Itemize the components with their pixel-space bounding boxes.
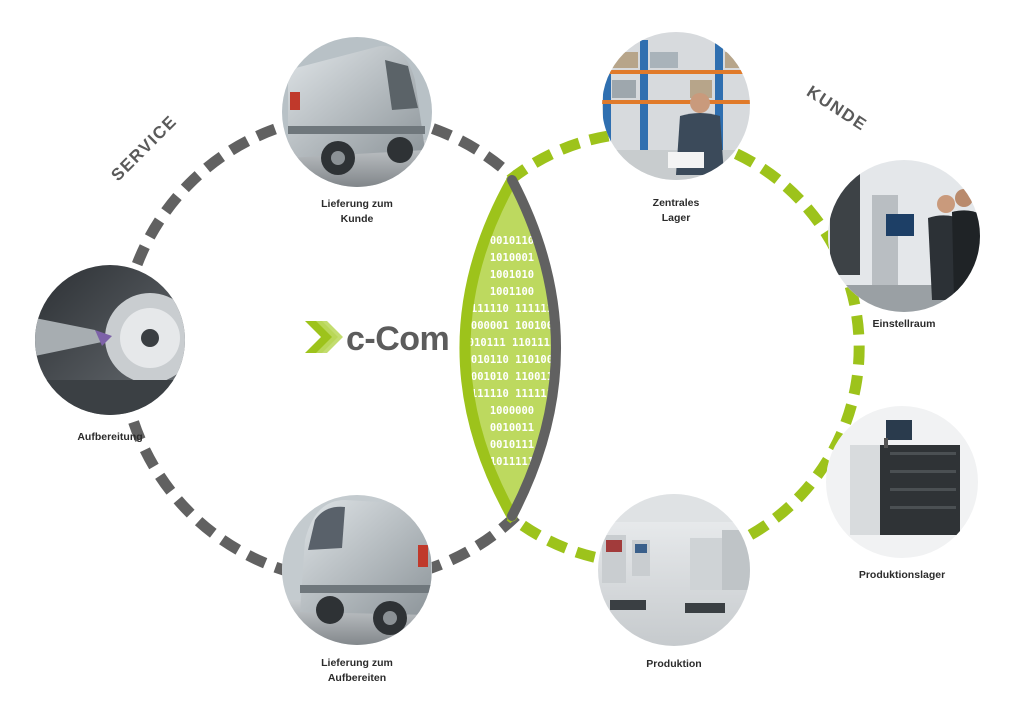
binary-row: 1011111 — [490, 456, 534, 468]
node-label-line2: Kunde — [341, 213, 374, 225]
node-label-line1: Aufbereitung — [77, 431, 142, 443]
binary-row: 1001100 — [490, 286, 534, 298]
node-label-line1: Lieferung zum — [321, 198, 393, 210]
binary-row: 1001010 — [490, 269, 534, 281]
binary-code-pattern: 0010110 1010001 1001010 1001100 0111110 1111… — [461, 235, 562, 468]
binary-row: 0010110 1101000 — [465, 354, 560, 366]
customer-arc-label: KUNDE — [803, 82, 870, 135]
binary-row: 0010011 — [490, 422, 534, 434]
node-label-line1: Einstellraum — [872, 318, 935, 330]
grinding-tool-icon — [35, 265, 185, 415]
logo-text: c-Com — [346, 320, 449, 358]
data-exchange-lens: 0010110 1010001 1001010 1001100 0111110 1111… — [459, 174, 562, 522]
node-label-line1: Zentrales — [653, 197, 700, 209]
node-label-line2: Lager — [662, 212, 691, 224]
node-production-storage: Produktionslager — [826, 406, 978, 581]
service-arc-label: SERVICE — [107, 111, 180, 184]
van-icon — [282, 495, 432, 645]
warehouse-icon — [602, 32, 750, 180]
binary-row: 0010111 11011111 — [461, 337, 562, 349]
node-delivery-customer: Lieferung zum Kunde — [282, 37, 432, 225]
presetting-machine-icon — [828, 160, 980, 312]
binary-row: 0111110 1111110 — [465, 303, 560, 315]
node-label-line1: Produktionslager — [859, 569, 945, 581]
binary-row: 0111110 1111110 — [465, 388, 560, 400]
node-reconditioning: Aufbereitung — [35, 265, 185, 443]
binary-row: 1010001 — [490, 252, 534, 264]
node-central-storage: Zentrales Lager — [602, 32, 750, 224]
binary-row: 1000000 — [490, 405, 534, 417]
cnc-machine-icon — [598, 494, 750, 646]
node-label-line1: Produktion — [646, 658, 701, 670]
double-chevron-icon — [305, 321, 343, 353]
binary-row: 1000001 1001001 — [465, 320, 560, 332]
node-label-line2: Aufbereiten — [328, 672, 386, 684]
binary-row: 0010111 — [490, 439, 534, 451]
tool-cabinet-icon — [826, 406, 978, 558]
node-production: Produktion — [598, 494, 750, 670]
van-icon — [282, 37, 432, 187]
node-delivery-recondition: Lieferung zum Aufbereiten — [282, 495, 432, 684]
c-com-logo: c-Com — [305, 320, 450, 358]
binary-row: 1001010 1100110 — [465, 371, 560, 383]
node-label-line1: Lieferung zum — [321, 657, 393, 669]
binary-row: 0010110 — [490, 235, 534, 247]
